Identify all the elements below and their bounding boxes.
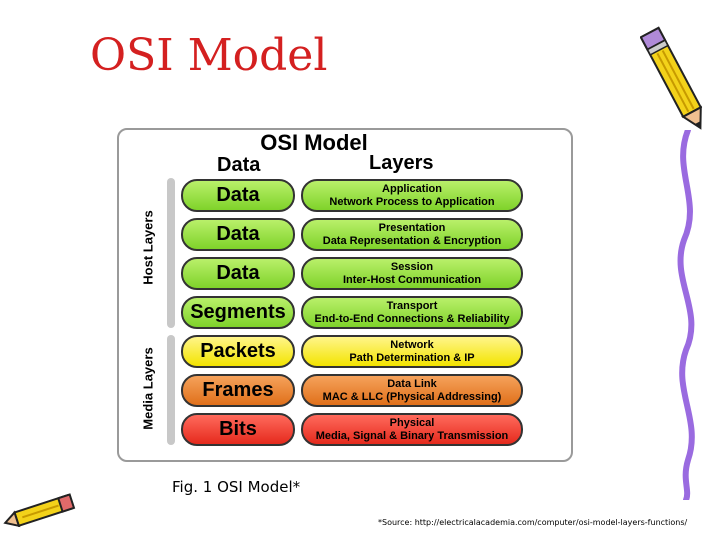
- layer-name: Presentation: [378, 221, 446, 234]
- data-unit-data-link: Frames: [181, 374, 295, 407]
- layer-physical: Physical Media, Signal & Binary Transmis…: [301, 413, 523, 446]
- layer-session: Session Inter-Host Communication: [301, 257, 523, 290]
- layer-presentation: Presentation Data Representation & Encry…: [301, 218, 523, 251]
- layer-description: MAC & LLC (Physical Addressing): [322, 390, 502, 403]
- slide-title: OSI Model: [90, 30, 328, 81]
- data-unit-application: Data: [181, 179, 295, 212]
- host-layers-label: Host Layers: [140, 210, 156, 285]
- squiggle-decoration-icon: [677, 130, 695, 500]
- media-layers-label: Media Layers: [140, 347, 156, 430]
- data-unit-network: Packets: [181, 335, 295, 368]
- layers-column-header: Layers: [369, 152, 434, 174]
- media-layers-bracket: [167, 335, 175, 445]
- layer-network: Network Path Determination & IP: [301, 335, 523, 368]
- data-unit-presentation: Data: [181, 218, 295, 251]
- pencil-icon: [3, 493, 76, 528]
- diagram-title: OSI Model: [260, 130, 368, 155]
- pencil-icon: [640, 26, 703, 130]
- layer-description: Inter-Host Communication: [342, 273, 482, 286]
- layer-description: Network Process to Application: [329, 195, 495, 208]
- layer-name: Network: [390, 338, 434, 351]
- layer-name: Session: [390, 260, 434, 273]
- layer-description: Media, Signal & Binary Transmission: [315, 429, 509, 442]
- layer-name: Physical: [389, 416, 435, 429]
- layer-data-link: Data Link MAC & LLC (Physical Addressing…: [301, 374, 523, 407]
- data-column-header: Data: [217, 154, 261, 176]
- source-note: *Source: http://electricalacademia.com/c…: [378, 518, 688, 527]
- layer-name: Application: [382, 182, 442, 195]
- layer-application: Application Network Process to Applicati…: [301, 179, 523, 212]
- layer-description: End-to-End Connections & Reliability: [314, 312, 510, 325]
- data-unit-physical: Bits: [181, 413, 295, 446]
- layer-name: Data Link: [387, 377, 437, 390]
- layer-description: Data Representation & Encryption: [322, 234, 502, 247]
- layer-transport: Transport End-to-End Connections & Relia…: [301, 296, 523, 329]
- layer-name: Transport: [386, 299, 438, 312]
- figure-caption: Fig. 1 OSI Model*: [172, 478, 301, 496]
- data-unit-transport: Segments: [181, 296, 295, 329]
- host-layers-bracket: [167, 178, 175, 328]
- osi-model-diagram: OSI Model Data Layers Host Layers Media …: [117, 128, 573, 462]
- data-unit-session: Data: [181, 257, 295, 290]
- layer-description: Path Determination & IP: [349, 351, 475, 364]
